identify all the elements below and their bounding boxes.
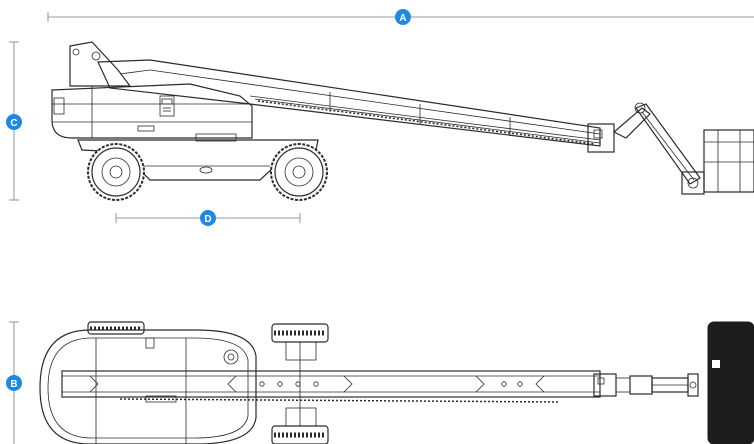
top-tire-rear-upper (87, 321, 145, 335)
side-rear-wheel (270, 143, 328, 201)
top-boom (61, 370, 601, 403)
top-tire-front-upper (271, 323, 329, 343)
top-boom-head (593, 373, 699, 397)
dimension-d-badge (200, 210, 216, 226)
top-turntable (39, 329, 257, 444)
top-tire-front-lower (271, 425, 329, 444)
side-platform-basket (703, 129, 754, 193)
top-view (39, 321, 754, 444)
dimension-b-label: B (10, 379, 17, 390)
dimension-c: C (6, 41, 22, 201)
dimension-b-badge (6, 375, 22, 391)
side-turntable (51, 83, 253, 139)
side-jib (612, 102, 705, 195)
dimension-d: D (115, 210, 301, 226)
dimension-a-label: A (399, 13, 406, 24)
side-chassis (77, 133, 319, 181)
dimension-a-badge (395, 9, 411, 25)
dimension-a: A (47, 9, 754, 25)
side-boom-mast (69, 41, 151, 87)
dimension-c-label: C (10, 118, 17, 129)
side-view (51, 41, 754, 201)
side-control-box (159, 95, 175, 117)
top-platform (707, 321, 754, 444)
side-front-wheel (87, 143, 145, 201)
dimension-d-label: D (204, 214, 211, 225)
dimension-c-badge (6, 114, 22, 130)
top-axle (285, 341, 317, 427)
dimension-b: B (6, 321, 22, 444)
